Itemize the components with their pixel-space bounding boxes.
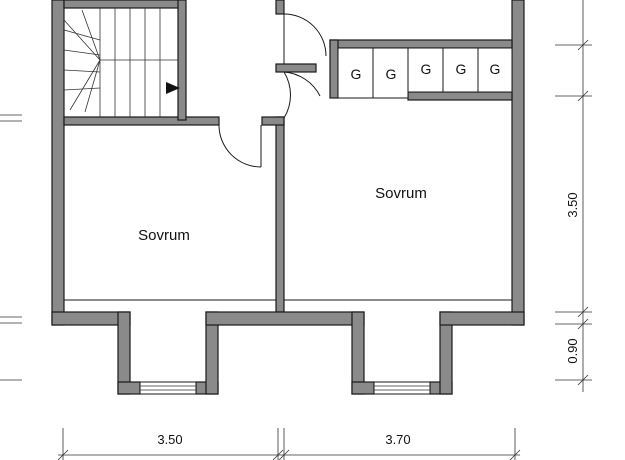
wardrobe-label-2: G bbox=[386, 66, 397, 82]
inner-lines bbox=[63, 125, 512, 301]
staircase bbox=[63, 7, 180, 118]
walls bbox=[51, 0, 525, 395]
room-label-right: Sovrum bbox=[375, 185, 427, 202]
doors bbox=[218, 13, 327, 168]
room-label-left: Sovrum bbox=[138, 227, 190, 244]
dim-bottom-right: 3.70 bbox=[385, 432, 410, 447]
wardrobe-label-3: G bbox=[421, 61, 432, 77]
dim-bottom-left: 3.50 bbox=[157, 432, 182, 447]
windows bbox=[139, 381, 431, 395]
stair-arrow-icon bbox=[166, 82, 180, 94]
wardrobe-label-1: G bbox=[351, 66, 362, 82]
wardrobe-label-4: G bbox=[456, 61, 467, 77]
dimension-lines bbox=[0, 0, 592, 460]
wardrobe-label-5: G bbox=[490, 61, 501, 77]
dim-right-upper: 3.50 bbox=[565, 192, 580, 217]
wardrobes: G G G G G bbox=[337, 47, 513, 99]
dim-right-lower: 0.90 bbox=[565, 338, 580, 363]
